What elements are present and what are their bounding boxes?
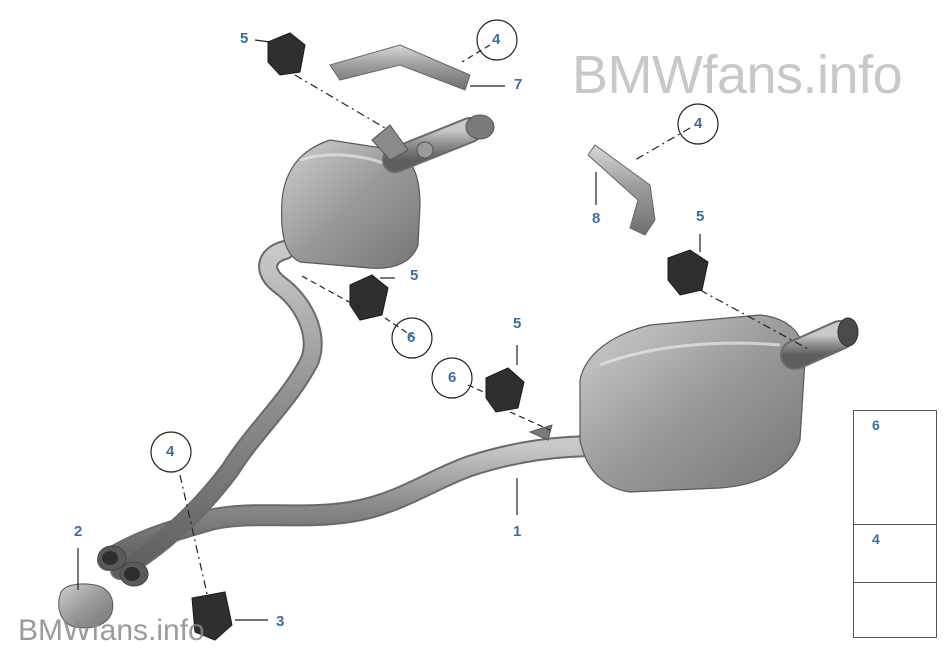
watermark-top: BMWfans.info xyxy=(572,45,903,105)
callout-circles xyxy=(150,19,719,473)
legend-cell-arrow xyxy=(854,583,936,637)
callout-4-left: 4 xyxy=(166,443,175,460)
callout-8: 8 xyxy=(592,210,601,227)
callout-1: 1 xyxy=(513,523,522,540)
clamp-and-sleeve xyxy=(58,583,233,641)
center-muffler xyxy=(280,114,495,269)
legend-cell-6: 6 xyxy=(854,411,936,525)
watermark-bottom: BMWfans.info xyxy=(18,614,205,647)
callout-5-top: 5 xyxy=(240,30,249,47)
exhaust-pipe-assembly xyxy=(97,240,611,587)
callout-5-center: 5 xyxy=(410,267,419,284)
callout-2: 2 xyxy=(74,523,83,540)
callout-7: 7 xyxy=(514,76,523,93)
legend-label-6: 6 xyxy=(872,417,880,433)
bracket-7 xyxy=(329,44,471,91)
legend-label-4: 4 xyxy=(872,531,880,547)
callout-6-center: 6 xyxy=(407,329,416,346)
callout-3: 3 xyxy=(276,613,285,630)
callout-4-right: 4 xyxy=(694,115,703,132)
callout-6-lower: 6 xyxy=(448,369,457,386)
legend-cell-4: 4 xyxy=(854,525,936,583)
bracket-8 xyxy=(587,144,656,236)
rear-muffler xyxy=(579,314,859,493)
callout-5-lower: 5 xyxy=(513,315,522,332)
parts-legend: 6 4 xyxy=(853,410,937,638)
leader-lines xyxy=(77,39,811,621)
rubber-mounts xyxy=(267,32,709,413)
callout-4-top: 4 xyxy=(492,31,501,48)
callout-5-right: 5 xyxy=(696,208,705,225)
